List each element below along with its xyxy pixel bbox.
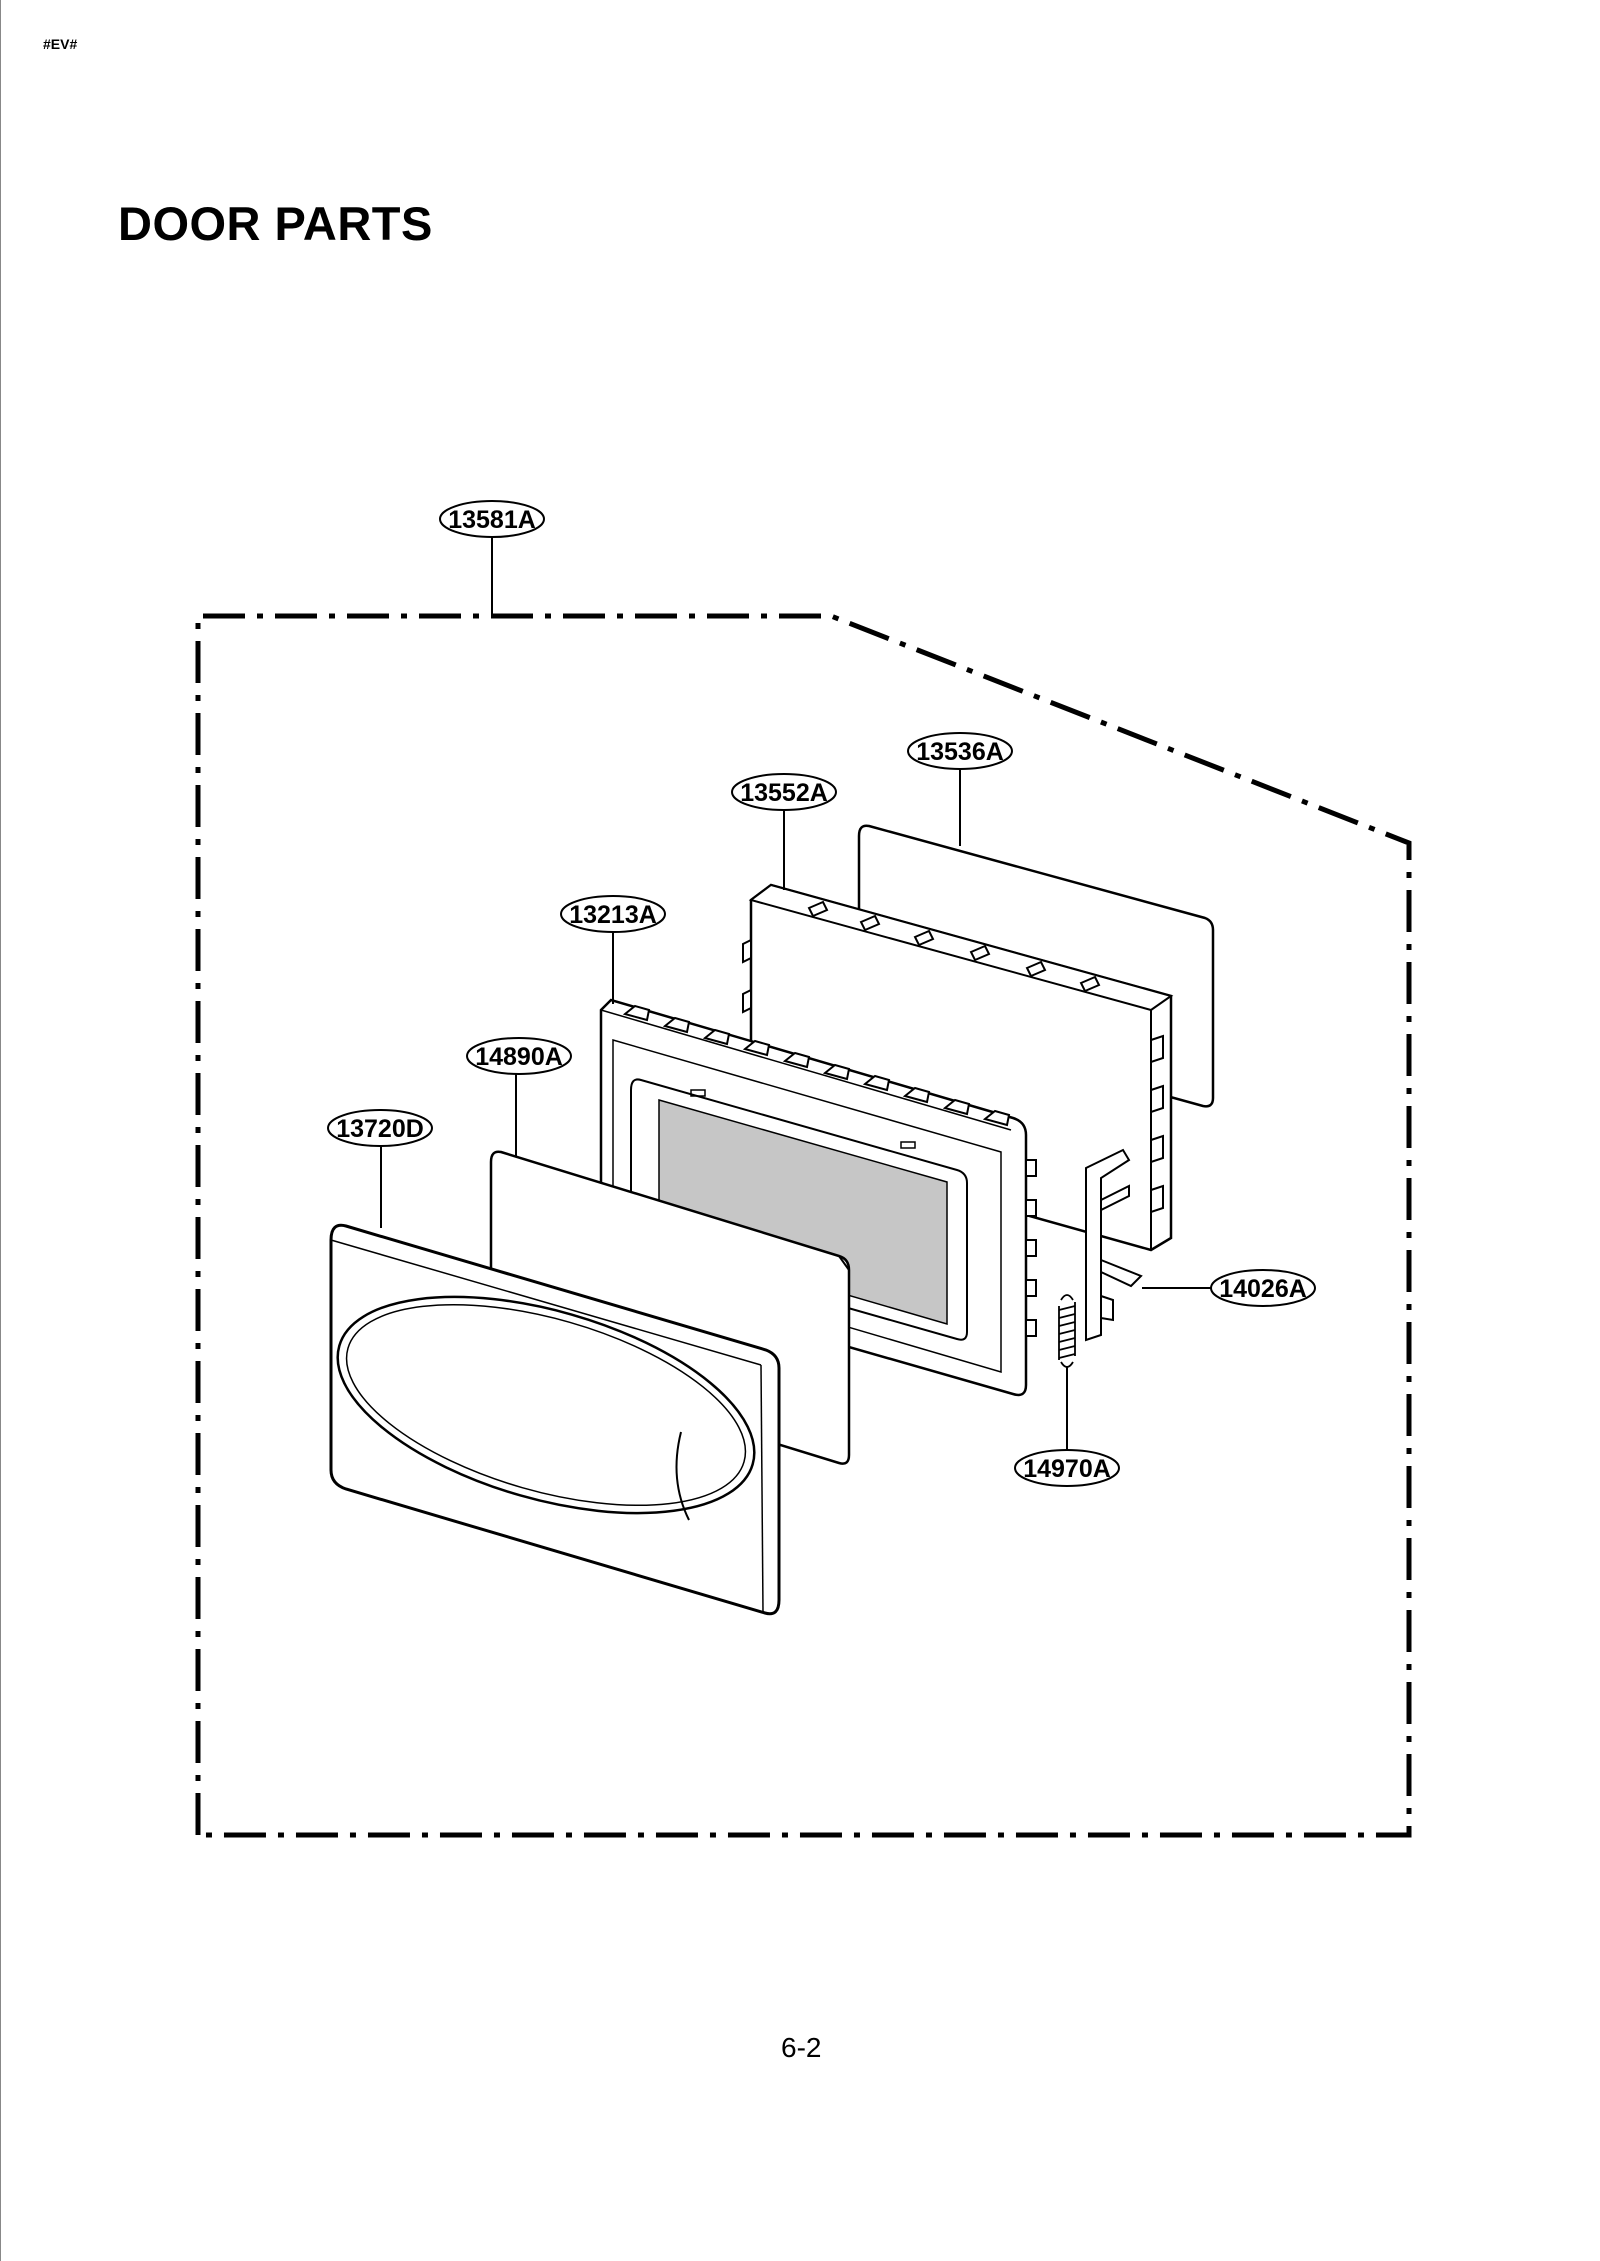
assembly-boundary [195, 613, 1412, 1838]
callout-13581A: 13581A [439, 500, 545, 538]
svg-text:13213A: 13213A [569, 901, 657, 929]
callout-13213A: 13213A [560, 895, 666, 933]
callout-14026A: 14026A [1210, 1269, 1316, 1307]
leader-lines [380, 537, 1211, 1450]
svg-text:13536A: 13536A [916, 738, 1004, 766]
svg-text:13552A: 13552A [740, 779, 828, 807]
svg-text:13581A: 13581A [448, 506, 536, 534]
callout-14890A: 14890A [466, 1037, 572, 1075]
part-14970A [1058, 1294, 1076, 1368]
callout-13552A: 13552A [731, 773, 837, 811]
callout-13536A: 13536A [907, 732, 1013, 770]
callout-14970A: 14970A [1014, 1449, 1120, 1487]
page-title: DOOR PARTS [118, 197, 433, 250]
part-13720D [329, 1223, 781, 1616]
page-number: 6-2 [781, 2032, 822, 2063]
part-14026A [1085, 1148, 1143, 1342]
svg-text:14970A: 14970A [1023, 1455, 1111, 1483]
svg-text:14890A: 14890A [475, 1043, 563, 1071]
callout-13720D: 13720D [327, 1109, 433, 1147]
svg-text:14026A: 14026A [1219, 1275, 1307, 1303]
document-code: #EV# [43, 36, 78, 52]
svg-text:13720D: 13720D [336, 1115, 424, 1143]
